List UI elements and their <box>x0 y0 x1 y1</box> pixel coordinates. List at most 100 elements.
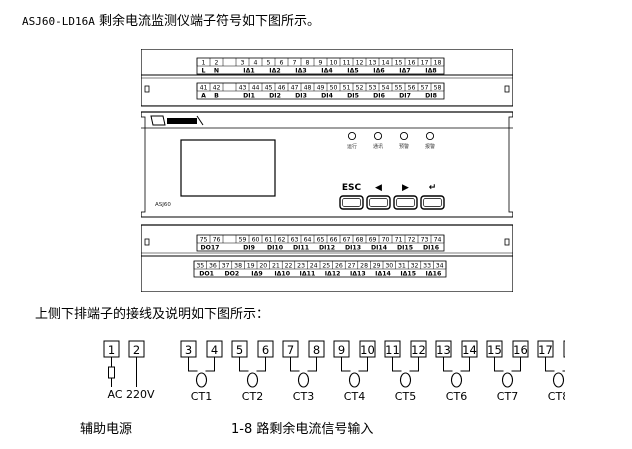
wiring-terminal-number: 17 <box>538 343 553 357</box>
bottom-terminal-b-number: 33 <box>423 263 431 270</box>
top-terminal-b-label: A <box>201 93 206 100</box>
bottom-terminal-a-number: 73 <box>421 237 429 244</box>
wiring-terminal-number: 6 <box>262 343 269 357</box>
top-terminal-a-number: 18 <box>434 60 442 67</box>
wiring-terminal-number: 2 <box>133 343 140 357</box>
top-terminal-b-number: 48 <box>304 85 312 92</box>
bottom-terminal-a-number: 66 <box>330 237 338 244</box>
top-terminal-a-number: 8 <box>306 60 310 67</box>
wiring-terminal-number: 18 <box>564 343 565 357</box>
panel-button[interactable] <box>420 195 445 210</box>
top-terminal-b-label: DI4 <box>321 93 333 100</box>
bottom-terminal-a-label: DI13 <box>345 245 361 252</box>
bottom-terminal-a-number: 74 <box>434 237 442 244</box>
top-terminal-b-number: 42 <box>213 85 221 92</box>
bottom-terminal-a-label: DO17 <box>200 245 219 252</box>
top-terminal-a-number: 16 <box>408 60 416 67</box>
bottom-terminal-a-number: 61 <box>265 237 273 244</box>
status-led-icon <box>399 131 409 141</box>
wiring-terminal-number: 1 <box>108 343 115 357</box>
top-terminal-a-label: IΔ8 <box>425 68 436 75</box>
ct-coil-icon <box>501 372 514 388</box>
panel-button[interactable] <box>393 195 418 210</box>
status-led-label: 预警 <box>399 143 409 150</box>
bottom-terminal-b-label: DO1 <box>199 271 214 278</box>
ct-label: CT6 <box>446 390 467 403</box>
bottom-terminal-b-label: IΔ16 <box>426 271 442 278</box>
top-terminal-a-label: IΔ3 <box>295 68 306 75</box>
top-terminal-b-number: 58 <box>434 85 442 92</box>
wiring-terminal-number: 4 <box>211 343 218 357</box>
top-terminal-a-number: 1 <box>202 60 206 67</box>
bottom-terminal-b-number: 23 <box>297 263 305 270</box>
bottom-terminal-a-number: 70 <box>382 237 390 244</box>
wiring-subtitle: 上侧下排端子的接线及说明如下图所示： <box>35 307 270 322</box>
top-terminal-b-number: 43 <box>239 85 247 92</box>
bottom-terminal-b-number: 35 <box>196 263 204 270</box>
panel-button-label: ▶ <box>402 183 409 193</box>
bottom-terminal-b-number: 26 <box>335 263 343 270</box>
ct-coil-icon <box>297 372 310 388</box>
bottom-terminal-b-number: 20 <box>259 263 267 270</box>
panel-button[interactable] <box>339 195 364 210</box>
top-terminal-a-number: 9 <box>319 60 323 67</box>
device-model-label: ASJ60 <box>155 202 171 208</box>
ct-coil-icon <box>246 372 259 388</box>
top-terminal-b-number: 54 <box>382 85 390 92</box>
bottom-terminal-a-number: 64 <box>304 237 312 244</box>
ct-coil-icon <box>399 372 412 388</box>
bottom-terminal-a-number: 67 <box>343 237 351 244</box>
status-led-label: 通讯 <box>373 143 383 150</box>
top-terminal-b-label: DI5 <box>347 93 359 100</box>
panel-button-label: ◀ <box>375 183 382 193</box>
bottom-terminal-b-label: IΔ12 <box>325 271 341 278</box>
ct-coil-icon <box>450 372 463 388</box>
top-terminal-a-number: 4 <box>254 60 258 67</box>
bottom-terminal-a-label: DI11 <box>293 245 309 252</box>
title-text: 剩余电流监测仪端子符号如下图所示。 <box>99 14 321 29</box>
bottom-terminal-a-label: DI14 <box>371 245 388 252</box>
bottom-terminal-b-number: 29 <box>373 263 381 270</box>
bottom-terminal-a-number: 76 <box>213 237 221 244</box>
top-terminal-b-number: 47 <box>291 85 299 92</box>
top-terminal-a-number: 12 <box>356 60 364 67</box>
top-terminal-b-label: DI6 <box>373 93 385 100</box>
status-led-label: 运行 <box>347 143 357 150</box>
top-terminal-b-number: 46 <box>278 85 286 92</box>
bottom-terminal-b-number: 36 <box>209 263 217 270</box>
top-terminal-b-number: 41 <box>200 85 208 92</box>
bottom-terminal-a-label: DI12 <box>319 245 335 252</box>
top-terminal-b-number: 49 <box>317 85 325 92</box>
top-terminal-a-number: 15 <box>395 60 403 67</box>
bottom-terminal-b-label: DO2 <box>224 271 239 278</box>
status-led-icon <box>425 131 435 141</box>
wiring-terminal-number: 12 <box>411 343 426 357</box>
bottom-terminal-a-number: 63 <box>291 237 299 244</box>
bottom-terminal-b-number: 31 <box>398 263 406 270</box>
page-title: ASJ60-LD16A 剩余电流监测仪端子符号如下图所示。 <box>22 10 320 29</box>
status-led-icon <box>373 131 383 141</box>
top-terminal-a-number: 3 <box>241 60 245 67</box>
fuse-icon <box>108 366 115 379</box>
top-terminal-a-label: IΔ2 <box>269 68 280 75</box>
bottom-terminal-a-number: 59 <box>239 237 247 244</box>
lcd-screen <box>180 139 276 197</box>
ct-label: CT4 <box>344 390 365 403</box>
bottom-terminal-b-number: 19 <box>247 263 255 270</box>
bottom-terminal-b-number: 37 <box>222 263 230 270</box>
panel-button[interactable] <box>366 195 391 210</box>
bottom-terminal-a-label: DI10 <box>267 245 284 252</box>
bottom-terminal-b-number: 30 <box>385 263 393 270</box>
ct-label: CT1 <box>191 390 212 403</box>
top-terminal-a-label: N <box>214 68 219 75</box>
top-terminal-b-number: 44 <box>252 85 260 92</box>
top-terminal-b-number: 51 <box>343 85 351 92</box>
bottom-terminal-b-number: 24 <box>310 263 318 270</box>
ct-coil-icon <box>195 372 208 388</box>
bottom-terminal-b-label: IΔ10 <box>274 271 290 278</box>
ct-coil-icon <box>348 372 361 388</box>
top-terminal-b-number: 50 <box>330 85 338 92</box>
panel-button-label: ESC <box>342 183 362 193</box>
top-terminal-b-label: DI3 <box>295 93 307 100</box>
wiring-terminal-number: 10 <box>360 343 375 357</box>
